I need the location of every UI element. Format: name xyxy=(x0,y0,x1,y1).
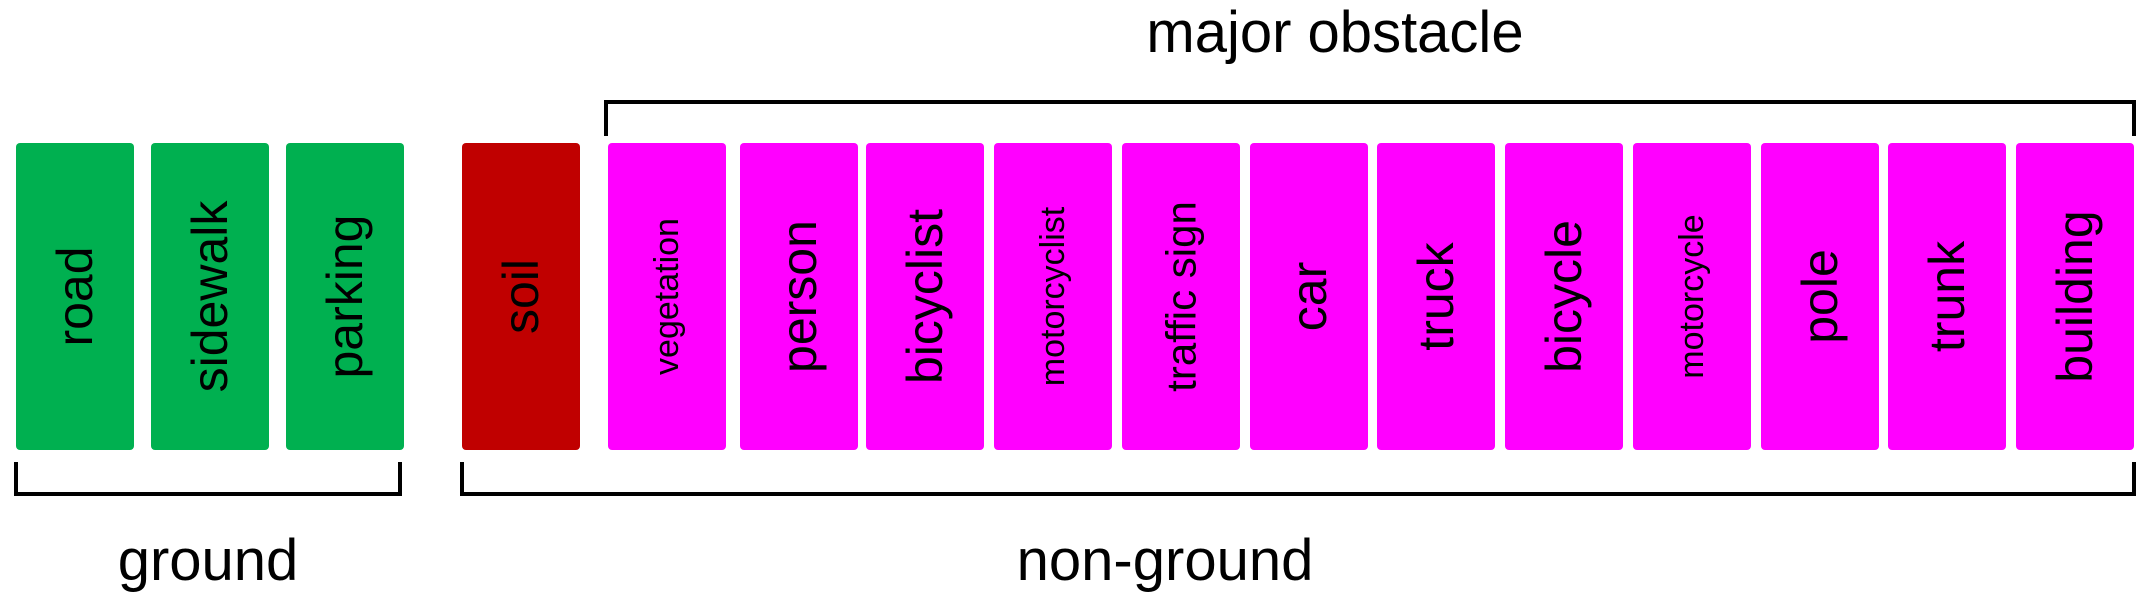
class-box-label: truck xyxy=(1408,241,1464,350)
class-box-bicyclist: bicyclist xyxy=(866,143,984,450)
class-box-label: bicyclist xyxy=(897,209,953,384)
class-box-rect xyxy=(1122,143,1240,450)
class-box-label: car xyxy=(1281,262,1337,331)
class-box-label: vegetation xyxy=(648,218,686,375)
class-box-parking: parking xyxy=(286,143,404,450)
class-box-label: parking xyxy=(317,215,373,379)
class-box-rect xyxy=(866,143,984,450)
class-boxes: road sidewalk parking soil vegetation person b… xyxy=(16,143,2134,450)
non-ground-label: non-ground xyxy=(1017,528,1314,593)
class-box-label: trunk xyxy=(1919,240,1975,352)
class-box-rect xyxy=(151,143,269,450)
class-box-rect xyxy=(16,143,134,450)
class-box-label: road xyxy=(47,246,103,346)
class-box-bicycle: bicycle xyxy=(1505,143,1623,450)
major-obstacle-bracket xyxy=(604,100,2136,136)
class-box-rect xyxy=(2016,143,2134,450)
class-box-sidewalk: sidewalk xyxy=(151,143,269,450)
class-box-label: building xyxy=(2047,210,2103,382)
class-box-label: person xyxy=(771,220,827,373)
ground-label: ground xyxy=(118,528,299,593)
class-box-rect xyxy=(608,143,726,450)
class-box-vegetation: vegetation xyxy=(608,143,726,450)
class-box-rect xyxy=(462,143,580,450)
class-box-pole: pole xyxy=(1761,143,1879,450)
class-box-label: bicycle xyxy=(1536,220,1592,373)
class-box-truck: truck xyxy=(1377,143,1495,450)
class-box-person: person xyxy=(740,143,858,450)
class-box-trunk: trunk xyxy=(1888,143,2006,450)
class-box-label: motorcyclist xyxy=(1034,206,1072,386)
class-box-motorcyclist: motorcyclist xyxy=(994,143,1112,450)
class-box-rect xyxy=(1761,143,1879,450)
class-box-car: car xyxy=(1250,143,1368,450)
class-box-road: road xyxy=(16,143,134,450)
class-box-motorcycle: motorcycle xyxy=(1633,143,1751,450)
class-box-traffic-sign: traffic sign xyxy=(1122,143,1240,450)
class-box-rect xyxy=(286,143,404,450)
class-box-label: pole xyxy=(1792,249,1848,344)
class-box-rect xyxy=(1633,143,1751,450)
class-box-rect xyxy=(740,143,858,450)
class-box-label: soil xyxy=(493,259,549,334)
class-box-rect xyxy=(1505,143,1623,450)
non-ground-bracket xyxy=(460,462,2136,496)
class-box-rect xyxy=(1377,143,1495,450)
class-box-label: traffic sign xyxy=(1158,201,1205,392)
class-box-soil: soil xyxy=(462,143,580,450)
class-box-label: sidewalk xyxy=(182,200,238,393)
class-box-label: motorcycle xyxy=(1673,214,1711,378)
ground-bracket xyxy=(14,462,402,496)
class-box-rect xyxy=(994,143,1112,450)
class-box-building: building xyxy=(2016,143,2134,450)
class-box-rect xyxy=(1250,143,1368,450)
major-obstacle-label: major obstacle xyxy=(1146,0,1523,65)
class-box-rect xyxy=(1888,143,2006,450)
